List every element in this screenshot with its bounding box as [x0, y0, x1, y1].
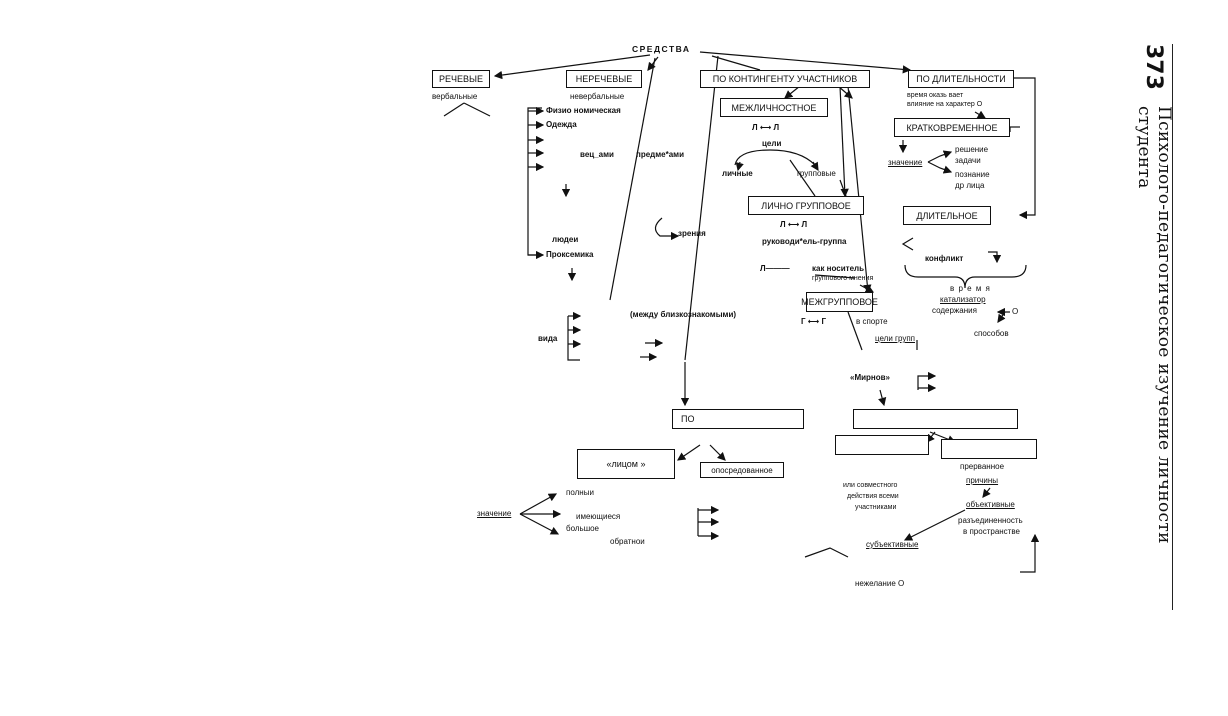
personal-goals-label: личные	[722, 169, 753, 178]
people-label: людеи	[552, 235, 579, 244]
running-header: 373 Психолого-педагогическое изучение ли…	[1134, 44, 1174, 610]
header-rule	[1172, 44, 1173, 610]
ways-label: способов	[974, 329, 1009, 338]
mediated-box: опосредованное	[700, 462, 784, 478]
continuous-box	[835, 435, 929, 455]
bigger-label: большое	[566, 524, 600, 533]
separation-line-2: в пространстве	[963, 527, 1020, 536]
interrupted-label: прерванное	[960, 462, 1005, 471]
physiognomic-label: Физио номическая	[546, 106, 621, 115]
decision-line-1: решение	[955, 145, 989, 154]
things-label: вец_ами	[580, 150, 614, 159]
content-label: содержания	[932, 306, 977, 315]
page-number: 373	[1141, 44, 1167, 90]
unwillingness-label: нежелание О	[855, 579, 905, 588]
conflict-label: конфликт	[925, 254, 964, 263]
full-label: полныи	[566, 488, 594, 497]
decision-line-2: задачи	[955, 156, 981, 165]
duration-box: ПО ДЛИТЕЛЬНОСТИ	[908, 70, 1014, 88]
bearer-line-2: группового мнения	[812, 275, 874, 282]
joint-line-3: участниками	[855, 504, 897, 511]
meaning2-label: значение	[477, 509, 512, 518]
contingent-box: ПО КОНТИНГЕНТУ УЧАСТНИКОВ	[700, 70, 870, 88]
between-acquaint-label: (между близкознакомыми)	[630, 310, 737, 319]
running-title: Психолого-педагогическое изучение личнос…	[1134, 105, 1174, 544]
feedback-label: обратнои	[610, 537, 645, 546]
goals-label: цели	[762, 139, 782, 148]
short-term-box: КРАТКОВРЕМЕННОЕ	[894, 118, 1010, 137]
clothing-label: Одежда	[546, 120, 577, 129]
interrupted-box	[941, 439, 1037, 459]
objective-label: объективные	[966, 500, 1015, 509]
kinds-label: вида	[538, 334, 558, 343]
time-label: в р е м я	[950, 284, 991, 293]
group-goals2-label: цели групп	[875, 334, 915, 343]
long-term-box: ДЛИТЕЛЬНОЕ	[903, 206, 991, 225]
meaning-label: значение	[888, 158, 923, 167]
nonverbal-sub: невербальные	[570, 92, 625, 101]
vision-label: зрения	[678, 229, 706, 238]
reasons-label: причины	[966, 476, 999, 485]
cognition-line-2: др лица	[955, 181, 985, 190]
leader-group-label: руководи*ель-группа	[762, 237, 847, 246]
proxemics-label: Проксемика	[546, 250, 594, 259]
g-g-label: Г ⟷ Г	[801, 317, 826, 326]
time-influence-line-1: время оказь вает	[907, 92, 964, 99]
subjective-label: субъективные	[866, 540, 919, 549]
joint-line-1: или совместного	[843, 482, 898, 489]
mirnov-label: «Мирнов»	[850, 373, 891, 382]
po-box: ПО	[672, 409, 804, 429]
face-to-face-box: «лицом »	[577, 449, 675, 479]
verbal-box: РЕЧЕВЫЕ	[432, 70, 490, 88]
intergroup-box: МЕЖГРУППОВОЕ	[801, 292, 878, 312]
objects-label: предме*ами	[636, 150, 685, 159]
cognition-line-1: познание	[955, 170, 990, 179]
nonverbal-box: НЕРЕЧЕВЫЕ	[566, 70, 642, 88]
group-goals-label: групповые	[797, 169, 836, 178]
l-l-label: Л ⟷ Л	[752, 123, 780, 132]
contact-type-box	[853, 409, 1018, 429]
l-dash-label: Л———	[760, 264, 790, 273]
in-sport-label: в спорте	[856, 317, 888, 326]
l-l2-label: Л ⟷ Л	[780, 220, 808, 229]
catalyst-label: катализатор	[940, 295, 986, 304]
bearer-line-1: как носитель	[812, 264, 865, 273]
separation-line-1: разъединенность	[958, 516, 1023, 525]
verbal-sub: вербальные	[432, 92, 478, 101]
joint-line-2: действия всеми	[847, 493, 899, 500]
having-label: имеющиеся	[576, 512, 621, 521]
interpersonal-box: МЕЖЛИЧНОСТНОЕ	[720, 98, 828, 117]
o-mark: О	[1012, 307, 1019, 316]
time-influence-line-2: влияние на характер О	[907, 101, 983, 108]
personal-group-box: ЛИЧНО ГРУППОВОЕ	[748, 196, 864, 215]
root-label: СРЕДСТВА	[632, 44, 691, 54]
